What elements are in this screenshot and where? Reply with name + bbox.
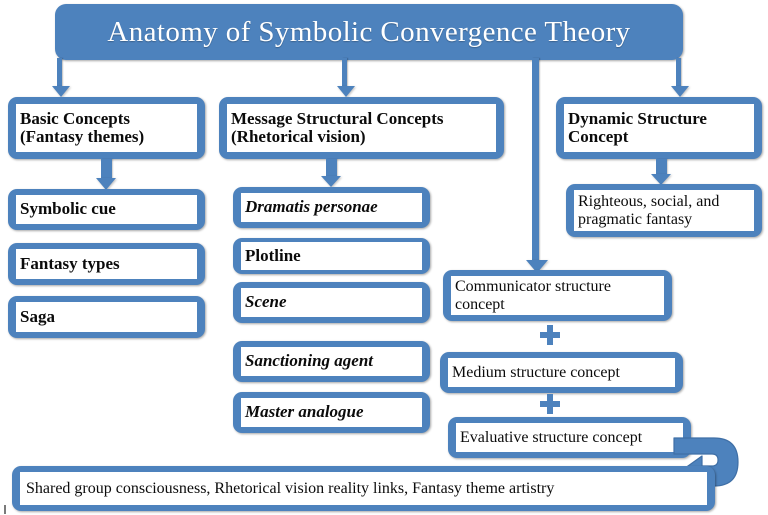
list-item[interactable]: Dramatis personae	[233, 187, 430, 228]
arrowhead-dynamic-to-items	[651, 174, 671, 185]
right-item-label: Righteous, social, and pragmatic fantasy	[574, 190, 754, 231]
arrowhead-title-to-left	[52, 86, 70, 97]
list-item[interactable]: Plotline	[233, 238, 430, 274]
plus-operator-icon	[540, 325, 560, 345]
connector-title-to-middle	[342, 58, 347, 88]
left-item-label: Fantasy types	[16, 249, 197, 279]
list-item[interactable]: Righteous, social, and pragmatic fantasy	[566, 184, 762, 237]
middle-item-label: Scene	[241, 288, 422, 317]
arrowhead-message-to-items	[321, 176, 341, 187]
outcome-bar-label: Shared group consciousness, Rhetorical v…	[20, 472, 707, 505]
column-header-dynamic-structure-concept[interactable]: Dynamic Structure Concept	[556, 97, 762, 159]
connector-basic-to-items	[101, 159, 112, 179]
column-header-basic-concepts-label: Basic Concepts (Fantasy themes)	[16, 104, 197, 152]
outcome-bar[interactable]: Shared group consciousness, Rhetorical v…	[12, 466, 715, 511]
list-item[interactable]: Symbolic cue	[8, 189, 205, 230]
middle-item-label: Master analogue	[241, 398, 422, 427]
list-item[interactable]: Fantasy types	[8, 243, 205, 285]
connector-title-to-right	[676, 58, 681, 88]
arrowhead-title-to-middle	[337, 86, 355, 97]
page-title: Anatomy of Symbolic Convergence Theory	[107, 15, 631, 48]
structure-chain-item-medium[interactable]: Medium structure concept	[440, 352, 683, 393]
connector-dynamic-to-items	[656, 159, 667, 175]
left-item-label: Symbolic cue	[16, 195, 197, 224]
arrowhead-title-to-structure-chain	[526, 260, 548, 273]
middle-item-label: Plotline	[241, 242, 422, 270]
column-header-message-structural-concepts[interactable]: Message Structural Concepts (Rhetorical …	[219, 97, 504, 159]
corner-tick-mark	[4, 505, 6, 514]
connector-message-to-items	[326, 159, 337, 177]
left-item-label: Saga	[16, 302, 197, 332]
connector-title-to-structure-chain	[532, 58, 539, 263]
structure-chain-item-communicator[interactable]: Communicator structure concept	[443, 270, 672, 321]
connector-title-to-left	[57, 58, 62, 88]
middle-item-label: Sanctioning agent	[241, 347, 422, 376]
list-item[interactable]: Saga	[8, 296, 205, 338]
diagram-title-box: Anatomy of Symbolic Convergence Theory	[55, 4, 683, 60]
list-item[interactable]: Sanctioning agent	[233, 341, 430, 382]
column-header-message-structural-concepts-label: Message Structural Concepts (Rhetorical …	[227, 104, 496, 152]
list-item[interactable]: Master analogue	[233, 392, 430, 433]
plus-operator-icon	[540, 394, 560, 414]
structure-chain-item-label: Communicator structure concept	[451, 276, 664, 315]
middle-item-label: Dramatis personae	[241, 193, 422, 222]
column-header-basic-concepts[interactable]: Basic Concepts (Fantasy themes)	[8, 97, 205, 159]
arrowhead-title-to-right	[671, 86, 689, 97]
arrowhead-basic-to-items	[96, 178, 116, 190]
structure-chain-item-evaluative[interactable]: Evaluative structure concept	[448, 417, 691, 458]
structure-chain-item-label: Evaluative structure concept	[456, 423, 683, 452]
structure-chain-item-label: Medium structure concept	[448, 358, 675, 387]
column-header-dynamic-structure-concept-label: Dynamic Structure Concept	[564, 104, 754, 152]
list-item[interactable]: Scene	[233, 282, 430, 323]
